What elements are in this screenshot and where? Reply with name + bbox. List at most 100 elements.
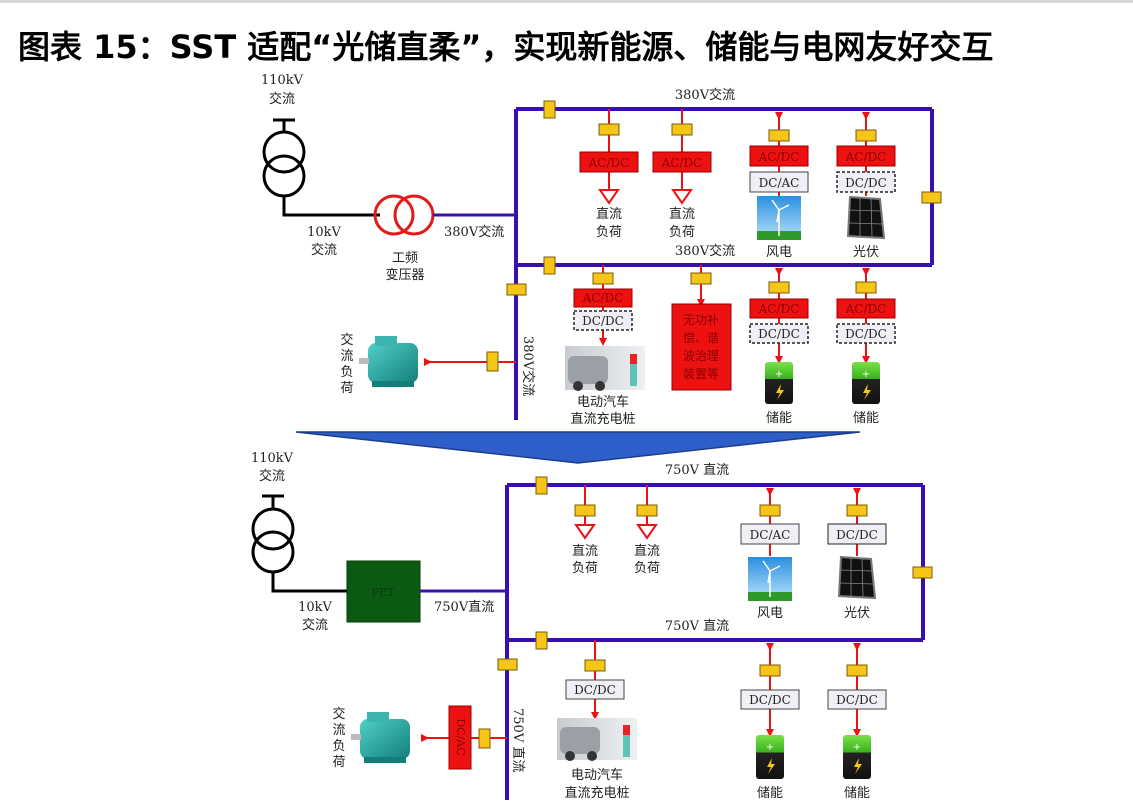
- top-bus-lines: [514, 107, 934, 420]
- transformer-label-1: 工频: [392, 251, 418, 266]
- dc-load-label: 负荷: [596, 225, 622, 240]
- dc-load-label: 直流: [634, 544, 660, 559]
- top-mid-voltage: 10kV: [307, 225, 341, 240]
- bottom-bus-upper-label: 750V 直流: [665, 463, 729, 478]
- ac-load-label: 交: [340, 332, 353, 348]
- storage-label: 储能: [844, 786, 870, 801]
- dcdc-converter-label: DC/DC: [836, 693, 878, 707]
- motor-icon: [351, 712, 410, 763]
- top-diagram: 110kV 交流 10kV 交流 工频 变压器 380V交流 380V交流 38: [261, 73, 942, 427]
- battery-icon: +: [843, 735, 871, 779]
- solar-panel-icon: [846, 195, 886, 240]
- top-border: [0, 0, 1133, 3]
- ac-load-label: 荷: [332, 755, 345, 770]
- top-ac-load-branch: 交 流 负 荷: [340, 332, 516, 396]
- breaker-icon: [543, 100, 556, 119]
- top-grid-transformer-icon: [262, 118, 380, 217]
- dcac-converter-label: DC/AC: [750, 528, 791, 542]
- bottom-grid-type: 交流: [259, 468, 285, 484]
- wind-label: 风电: [757, 606, 783, 621]
- top-mid-type: 交流: [311, 242, 337, 258]
- motor-icon: [359, 336, 418, 387]
- svg-text:+: +: [862, 369, 870, 380]
- wind-turbine-icon: [757, 196, 801, 240]
- sst-box: PET: [346, 560, 421, 623]
- top-storage-1: AC/DC DC/DC + 储能: [749, 268, 809, 426]
- ev-label: 直流充电桩: [564, 785, 629, 801]
- acdc-converter-label: AC/DC: [758, 150, 800, 164]
- bottom-grid-voltage: 110kV: [251, 451, 294, 466]
- top-grid-voltage: 110kV: [261, 73, 304, 88]
- sst-label: PET: [372, 586, 395, 599]
- dcdc-converter-label: DC/DC: [582, 314, 624, 328]
- dcdc-converter-label: DC/DC: [574, 683, 616, 697]
- bottom-wind-branch: DC/AC 风电: [740, 488, 800, 621]
- dc-load-label: 直流: [572, 544, 598, 559]
- top-bus-upper-label: 380V交流: [675, 87, 735, 103]
- top-output-bus-label: 380V交流: [444, 224, 504, 240]
- acdc-converter-label: AC/DC: [758, 302, 800, 316]
- ev-label: 直流充电桩: [570, 411, 635, 427]
- compensator-label: 无功补: [683, 313, 719, 327]
- compensator-label: 偿、谐: [683, 330, 719, 345]
- storage-label: 储能: [757, 786, 783, 801]
- breaker-icon: [506, 283, 527, 296]
- ev-charger-icon: [565, 346, 645, 391]
- transformer-label-2: 变压器: [385, 267, 424, 283]
- battery-icon: +: [852, 362, 880, 404]
- dcdc-converter-label: DC/DC: [845, 327, 887, 341]
- dcdc-converter-label: DC/DC: [845, 176, 887, 190]
- storage-label: 储能: [766, 411, 792, 426]
- acdc-converter-label: AC/DC: [588, 156, 630, 170]
- svg-text:+: +: [766, 742, 774, 753]
- wind-turbine-icon: [748, 557, 792, 601]
- top-ev-branch: AC/DC DC/DC 电动汽车 直流充电桩: [565, 265, 645, 427]
- dc-load-label: 直流: [669, 207, 695, 222]
- pv-label: 光伏: [844, 606, 870, 621]
- bottom-bus-vertical-label: 750V 直流: [510, 708, 525, 772]
- dc-load-label: 负荷: [572, 561, 598, 576]
- bottom-grid-transformer-icon: [251, 494, 348, 593]
- pv-label: 光伏: [853, 245, 879, 260]
- dcdc-converter-label: DC/DC: [749, 693, 791, 707]
- bottom-mid-type: 交流: [302, 617, 328, 633]
- top-bus-lower-label: 380V交流: [675, 243, 735, 259]
- bottom-bus-lower-label: 750V 直流: [665, 619, 729, 634]
- bottom-pv-branch: DC/DC 光伏: [827, 488, 887, 621]
- svg-text:+: +: [853, 742, 861, 753]
- ev-label: 电动汽车: [577, 394, 629, 410]
- bottom-storage-2: DC/DC + 储能: [827, 643, 887, 801]
- compensator-label: 波治理: [683, 349, 719, 363]
- breaker-icon: [912, 566, 933, 579]
- dcdc-converter-label: DC/DC: [758, 327, 800, 341]
- bottom-dc-load-2: 直流 负荷: [634, 485, 660, 576]
- ev-charger-icon: [557, 718, 637, 761]
- figure-title: 图表 15：SST 适配“光储直柔”，实现新能源、储能与电网友好交互: [18, 28, 994, 66]
- breaker-icon: [921, 191, 942, 204]
- top-dc-load-1: AC/DC 直流 负荷: [579, 109, 639, 240]
- dc-load-label: 负荷: [669, 225, 695, 240]
- solar-panel-icon: [837, 555, 877, 600]
- top-pv-branch: AC/DC DC/DC 光伏: [836, 112, 896, 260]
- ac-load-label: 负: [332, 739, 345, 754]
- top-wind-branch: AC/DC DC/AC 风电: [749, 112, 809, 260]
- top-dc-load-2: AC/DC 直流 负荷: [652, 109, 712, 240]
- acdc-converter-label: AC/DC: [845, 302, 887, 316]
- breaker-icon: [543, 256, 556, 275]
- ac-load-label: 荷: [340, 381, 353, 396]
- storage-label: 储能: [853, 411, 879, 426]
- ac-load-label: 交: [332, 706, 345, 722]
- dc-load-label: 直流: [596, 207, 622, 222]
- breaker-icon: [497, 658, 518, 671]
- bottom-dc-load-1: 直流 负荷: [572, 485, 598, 576]
- bottom-storage-1: DC/DC + 储能: [740, 643, 800, 801]
- breaker-icon: [535, 631, 548, 650]
- bottom-ac-load-branch: DC/AC 交 流 负 荷: [332, 705, 507, 770]
- battery-icon: +: [765, 362, 793, 404]
- bottom-mid-voltage: 10kV: [298, 600, 332, 615]
- top-grid-type: 交流: [269, 91, 295, 107]
- bottom-ev-branch: DC/DC 电动汽车 直流充电桩: [557, 640, 637, 801]
- top-bus-vertical-label: 380V交流: [520, 336, 536, 396]
- transition-arrow-icon: [295, 431, 861, 464]
